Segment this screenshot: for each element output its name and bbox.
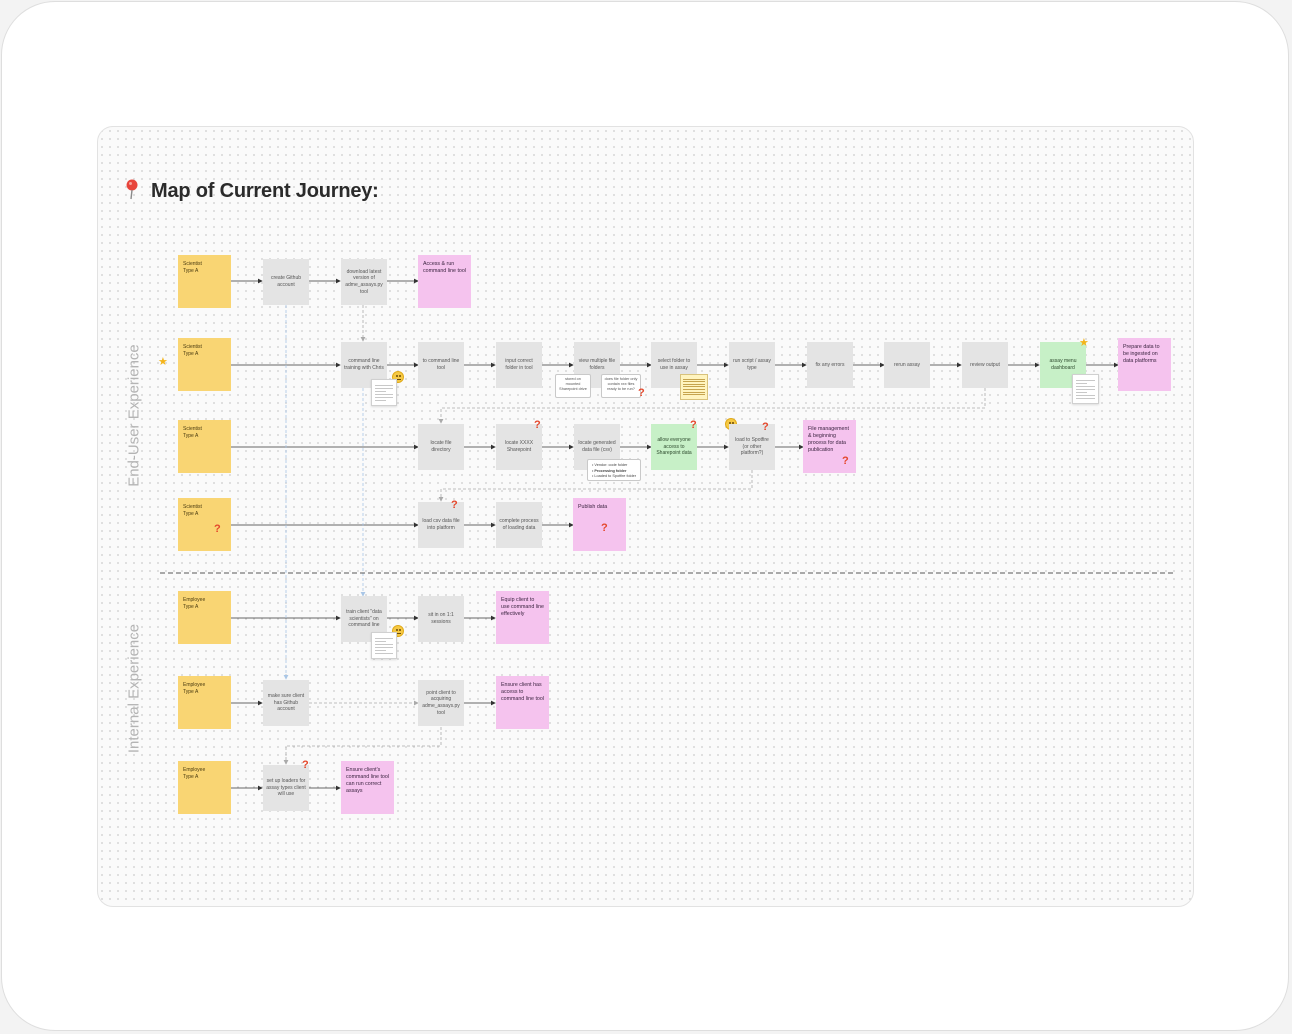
folder-list[interactable]: • Vendor: code folder • Processing folde… [587,459,641,481]
question-mark-icon: ? [690,420,697,431]
document-thumbnail[interactable] [371,632,397,659]
goal-note[interactable]: Equip client to use command line effecti… [496,591,549,644]
sub-note[interactable]: does file folder only contain xxx files … [601,374,641,398]
goal-note[interactable]: Access & run command line tool [418,255,471,308]
star-icon: ★ [1079,338,1089,349]
step-note[interactable]: input correct folder in tool [496,342,542,388]
spreadsheet-thumbnail[interactable] [680,374,708,400]
question-mark-icon: ? [638,388,645,399]
document-thumbnail[interactable] [371,379,397,406]
step-note[interactable]: download latest version of adme_assays.p… [341,259,387,305]
goal-note[interactable]: Ensure client's command line tool can ru… [341,761,394,814]
step-note[interactable]: rerun assay [884,342,930,388]
step-note[interactable]: run script / assay type [729,342,775,388]
step-note[interactable]: point client to acquiring adme_assays.py… [418,680,464,726]
question-mark-icon: ? [214,524,221,535]
question-mark-icon: ? [534,420,541,431]
step-note[interactable]: sit in on 1:1 sessions [418,596,464,642]
goal-note[interactable]: Publish data [573,498,626,551]
star-icon: ★ [158,357,168,368]
step-note[interactable]: to command line tool [418,342,464,388]
step-note[interactable]: review output [962,342,1008,388]
question-mark-icon: ? [601,523,608,534]
step-note[interactable]: create Github account [263,259,309,305]
sub-note[interactable]: stored on mounted Sharepoint drive [555,374,591,398]
document-thumbnail[interactable] [1072,374,1099,404]
goal-note[interactable]: Ensure client has access to command line… [496,676,549,729]
step-note[interactable]: complete process of loading data [496,502,542,548]
goal-note[interactable]: Prepare data to be ingested on data plat… [1118,338,1171,391]
question-mark-icon: ? [451,500,458,511]
question-mark-icon: ? [762,422,769,433]
step-note[interactable]: make sure client has Github account [263,680,309,726]
dashed-connector [286,727,441,764]
step-note[interactable]: set up loaders for assay types client wi… [263,765,309,811]
step-note[interactable]: locate file directory [418,424,464,470]
question-mark-icon: ? [842,456,849,467]
list-item: • Loaded to Spotfire folder [592,474,636,480]
step-note[interactable]: fix any errors [807,342,853,388]
dashed-connector [441,388,985,423]
question-mark-icon: ? [302,760,309,771]
